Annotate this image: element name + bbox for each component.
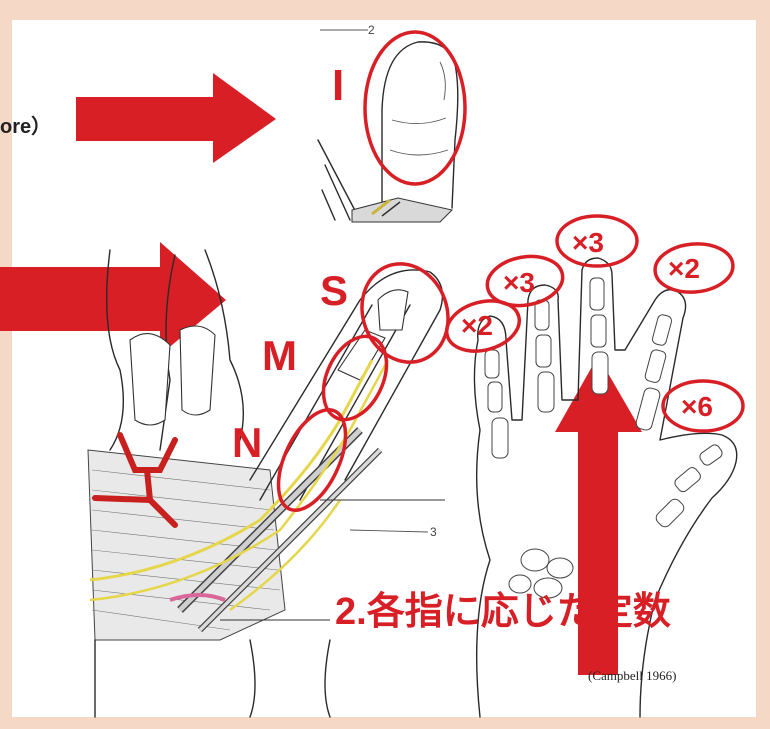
citation: (Campbell 1966) <box>588 668 676 683</box>
reference-number-2: 2 <box>368 23 375 37</box>
label-S: S <box>320 267 348 314</box>
finger-illustration-top: 2 <box>318 23 458 222</box>
multiplier-middle: ×3 <box>503 267 535 298</box>
arrow-right-top <box>76 73 276 163</box>
multiplier-ring: ×3 <box>572 227 604 258</box>
multiplier-index: ×2 <box>461 310 493 341</box>
caption: 2.各指に応じた定数 <box>335 590 671 633</box>
label-N: N <box>232 419 262 466</box>
multiplier-pinky: ×2 <box>668 253 700 284</box>
partial-label: ore） <box>0 115 51 138</box>
label-M: M <box>262 332 297 379</box>
reference-number-3: 3 <box>430 525 437 539</box>
circle-I <box>365 32 465 184</box>
multiplier-thumb: ×6 <box>681 391 713 422</box>
label-I: I <box>332 61 344 110</box>
